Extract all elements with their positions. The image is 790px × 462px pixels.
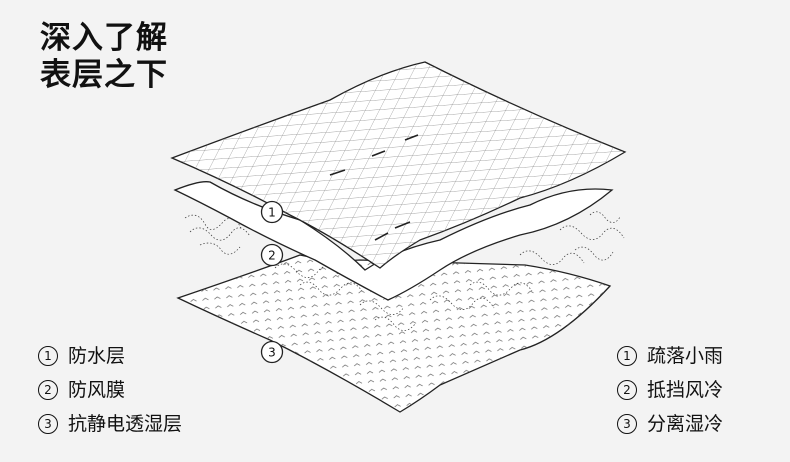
legend-left-num-1: 1 — [38, 346, 58, 366]
legend-right-item-2: 2 抵挡风冷 — [617, 373, 723, 407]
callout-3: 3 — [260, 340, 284, 364]
legend-left-item-1: 1 防水层 — [38, 339, 182, 373]
legend-right-item-3: 3 分离湿冷 — [617, 407, 723, 441]
callout-3-label: 3 — [268, 346, 276, 360]
legend-left-num-3: 3 — [38, 414, 58, 434]
legend-right-num-3: 3 — [617, 414, 637, 434]
callout-2-label: 2 — [268, 249, 276, 263]
fiber-texture — [184, 211, 625, 331]
legend-right-num-1: 1 — [617, 346, 637, 366]
callout-2: 2 — [260, 243, 284, 267]
title-line-2: 表层之下 — [40, 57, 168, 93]
callout-1: 1 — [260, 200, 284, 224]
callout-1-label: 1 — [268, 206, 276, 220]
legend-left-text-3: 抗静电透湿层 — [68, 413, 183, 435]
legend-right-num-2: 2 — [617, 380, 637, 400]
legend-left-text-2: 防风膜 — [68, 379, 126, 401]
legend-left-item-2: 2 防风膜 — [38, 373, 182, 407]
legend-left-num-2: 2 — [38, 380, 58, 400]
layer-1-grid — [170, 61, 627, 269]
legend-left-text-1: 防水层 — [68, 345, 126, 367]
legend-right-text-2: 抵挡风冷 — [647, 379, 724, 401]
page-title: 深入了解 表层之下 — [40, 20, 168, 94]
legend-left-item-3: 3 抗静电透湿层 — [38, 407, 182, 441]
legend-functions: 1 疏落小雨 2 抵挡风冷 3 分离湿冷 — [617, 339, 723, 441]
legend-layers: 1 防水层 2 防风膜 3 抗静电透湿层 — [38, 339, 182, 441]
title-line-1: 深入了解 — [40, 20, 168, 56]
legend-right-item-1: 1 疏落小雨 — [617, 339, 723, 373]
legend-right-text-3: 分离湿冷 — [647, 413, 724, 435]
legend-right-text-1: 疏落小雨 — [647, 345, 724, 367]
